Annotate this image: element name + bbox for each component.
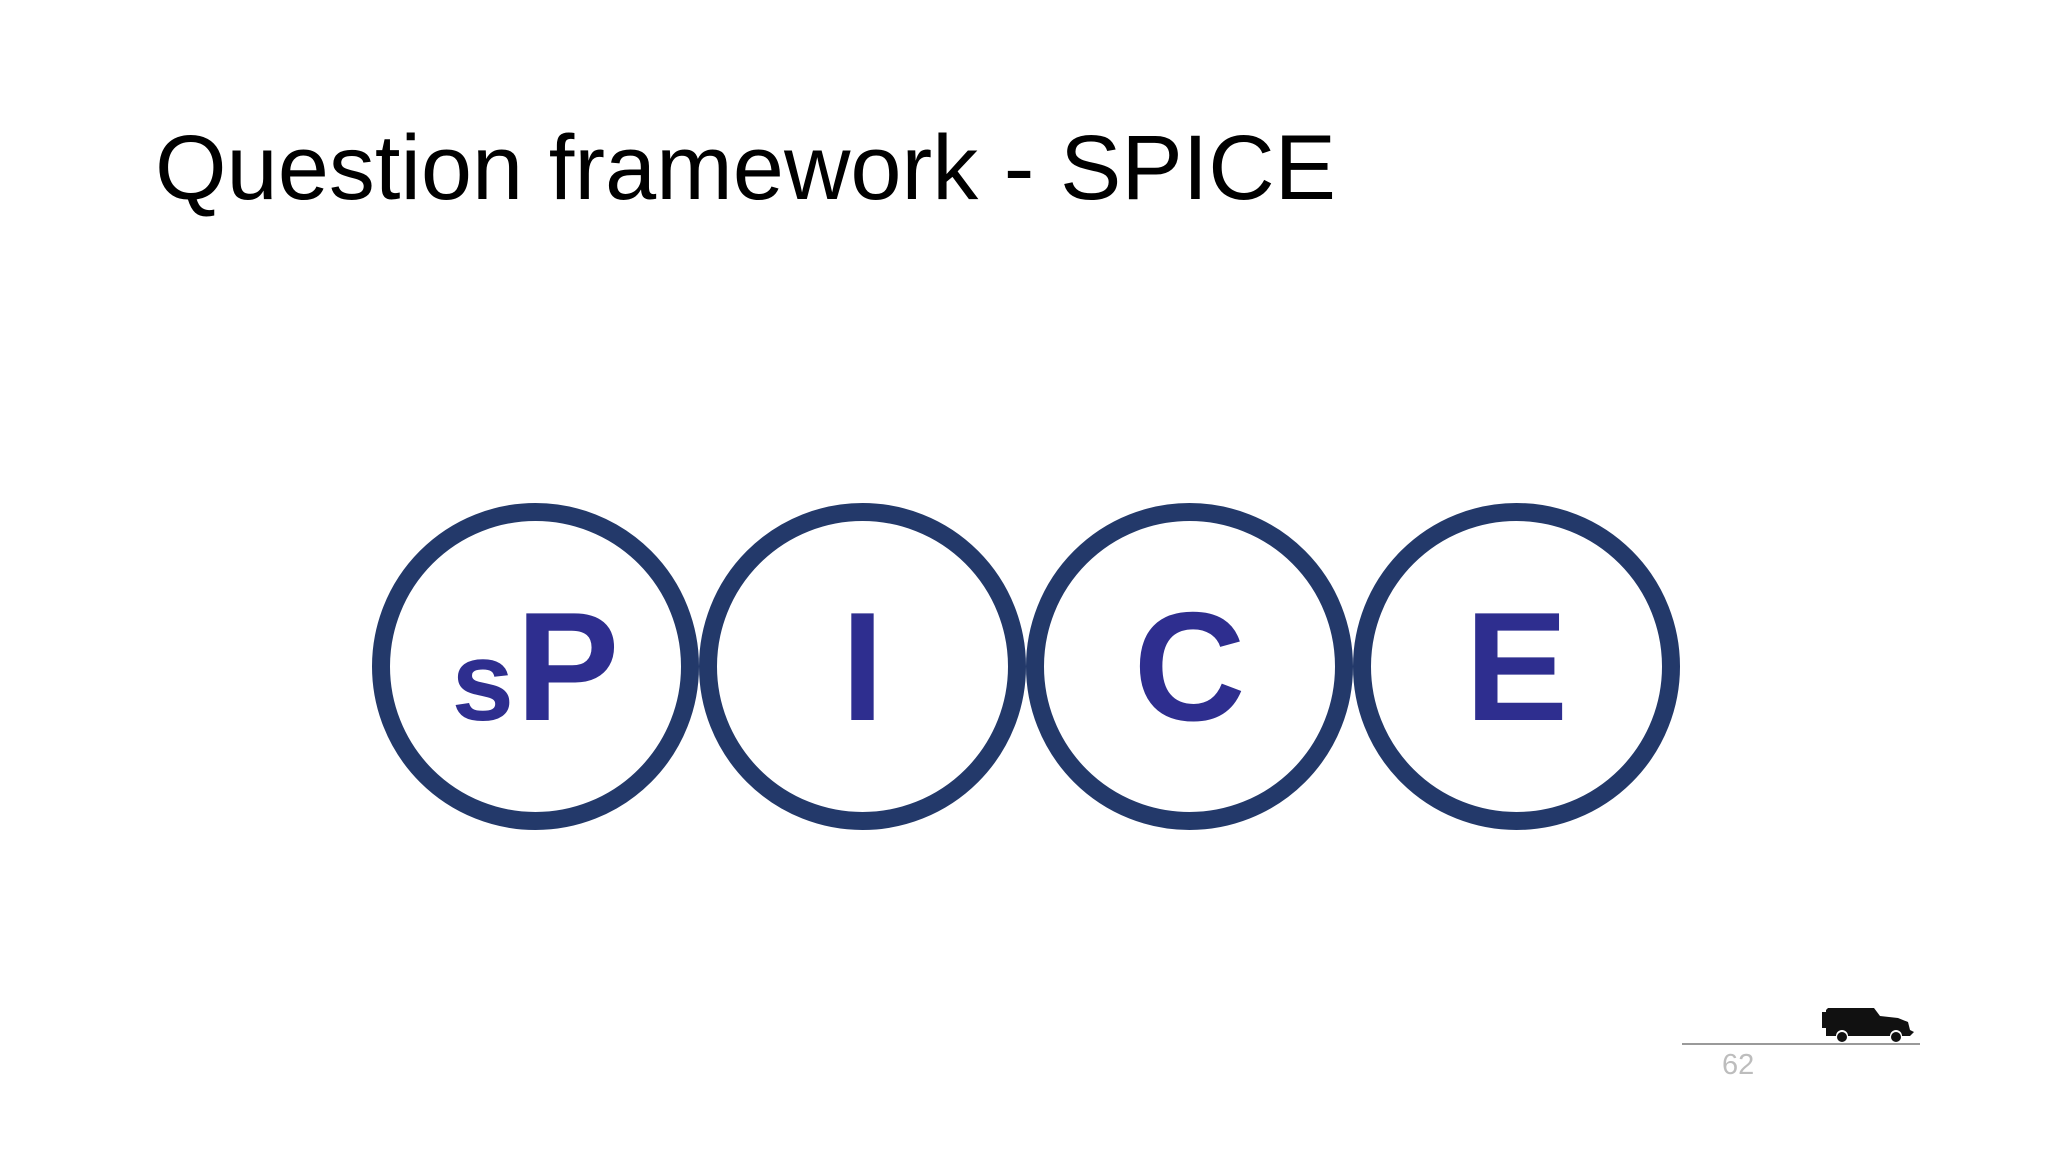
spice-letter-e: E	[1465, 589, 1568, 744]
spice-circle-i: I	[699, 503, 1026, 830]
page-number: 62	[1722, 1049, 1755, 1081]
spice-major-letter: E	[1464, 580, 1569, 753]
spice-letter-i: I	[841, 589, 884, 744]
slide-title: Question framework - SPICE	[155, 117, 1337, 219]
spice-circle-e: E	[1353, 503, 1680, 830]
spice-circle-c: C	[1026, 503, 1353, 830]
footer-divider	[1682, 1043, 1920, 1045]
spice-circles: s P I C E	[372, 503, 1680, 830]
spice-circle-sp: s P	[372, 503, 699, 830]
vehicle-icon	[1822, 1008, 1914, 1042]
spice-major-letter: P	[515, 580, 620, 753]
spice-letter-sp: s P	[452, 589, 620, 744]
spice-major-letter: I	[840, 580, 885, 753]
spice-minor-letter: s	[451, 619, 514, 744]
spice-major-letter: C	[1133, 580, 1246, 753]
spice-letter-c: C	[1134, 589, 1246, 744]
